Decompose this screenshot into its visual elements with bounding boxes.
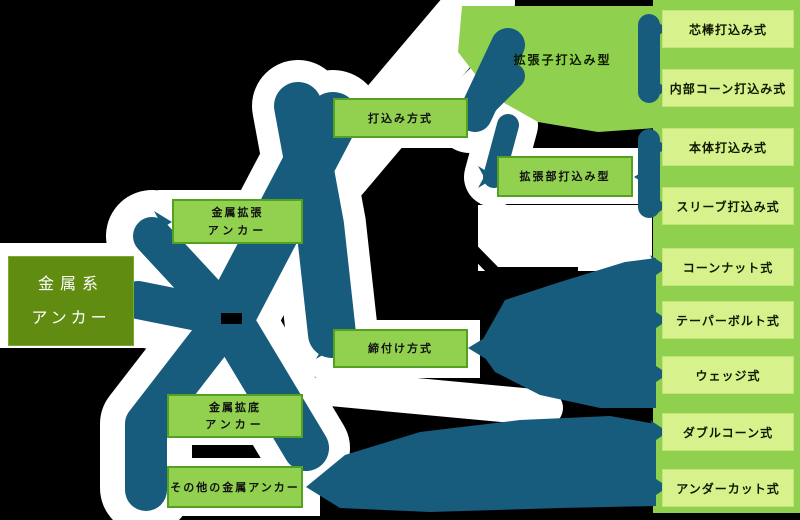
leaf-sleeve-uchikomi: スリーブ打込み式	[662, 187, 794, 225]
node-label-line: その他の金属アンカー	[170, 480, 300, 494]
leaf-label: スリーブ打込み式	[676, 199, 780, 214]
node-label-line: 金属拡張	[211, 206, 264, 220]
node-kakuchobu-uchikomi-gata: 拡張部打込み型	[497, 156, 633, 197]
leaf-label: 内部コーン打込み式	[669, 81, 787, 96]
background-holes	[221, 196, 578, 324]
node-kinzoku-kakucho-anchor: 金属拡張 アンカー	[172, 199, 303, 244]
node-kinzoku-kakutei-anchor: 金属拡底 アンカー	[167, 394, 303, 438]
node-uchikomi-hoshiki: 打込み方式	[333, 98, 468, 138]
leaf-label: 芯棒打込み式	[688, 22, 767, 37]
leaf-shinbo-uchikomi: 芯棒打込み式	[662, 10, 794, 48]
node-label-line: 拡張部打込み型	[519, 170, 611, 183]
node-label-line: アンカー	[31, 308, 111, 328]
node-label-line: 金属系	[37, 273, 104, 293]
node-label-line: アンカー	[205, 418, 265, 431]
leaf-taper-bolt: テーパーボルト式	[662, 301, 794, 339]
leaf-hontai-uchikomi: 本体打込み式	[662, 128, 794, 166]
leaf-naibu-cone-uchikomi: 内部コーン打込み式	[662, 69, 794, 107]
leaf-label: コーンナット式	[682, 260, 774, 275]
leaf-wedge: ウェッジ式	[662, 356, 794, 394]
leaf-label: テーパーボルト式	[676, 313, 780, 328]
node-label-line: 締付け方式	[368, 342, 433, 355]
node-kakuchoshi-uchikomi-gata: 拡張子打込み型	[475, 42, 650, 76]
leaf-label: アンダーカット式	[676, 481, 780, 496]
node-label-line: 拡張子打込み型	[513, 52, 612, 67]
node-sonota-kinzoku-anchor: その他の金属アンカー	[167, 466, 303, 508]
node-label-line: 打込み方式	[368, 111, 433, 125]
node-label-line: アンカー	[207, 223, 268, 237]
leaf-label: ウェッジ式	[695, 368, 761, 383]
leaf-label: 本体打込み式	[688, 140, 767, 155]
node-label-line: 金属拡底	[209, 401, 261, 414]
leaf-label: ダブルコーン式	[682, 425, 774, 440]
leaf-cone-nut: コーンナット式	[662, 248, 794, 286]
leaf-undercut: アンダーカット式	[662, 469, 794, 507]
leaf-double-cone: ダブルコーン式	[662, 413, 794, 451]
node-shimetsuke-hoshiki: 締付け方式	[333, 329, 468, 368]
node-kinzoku-kei-anchor: 金属系 アンカー	[8, 256, 134, 346]
